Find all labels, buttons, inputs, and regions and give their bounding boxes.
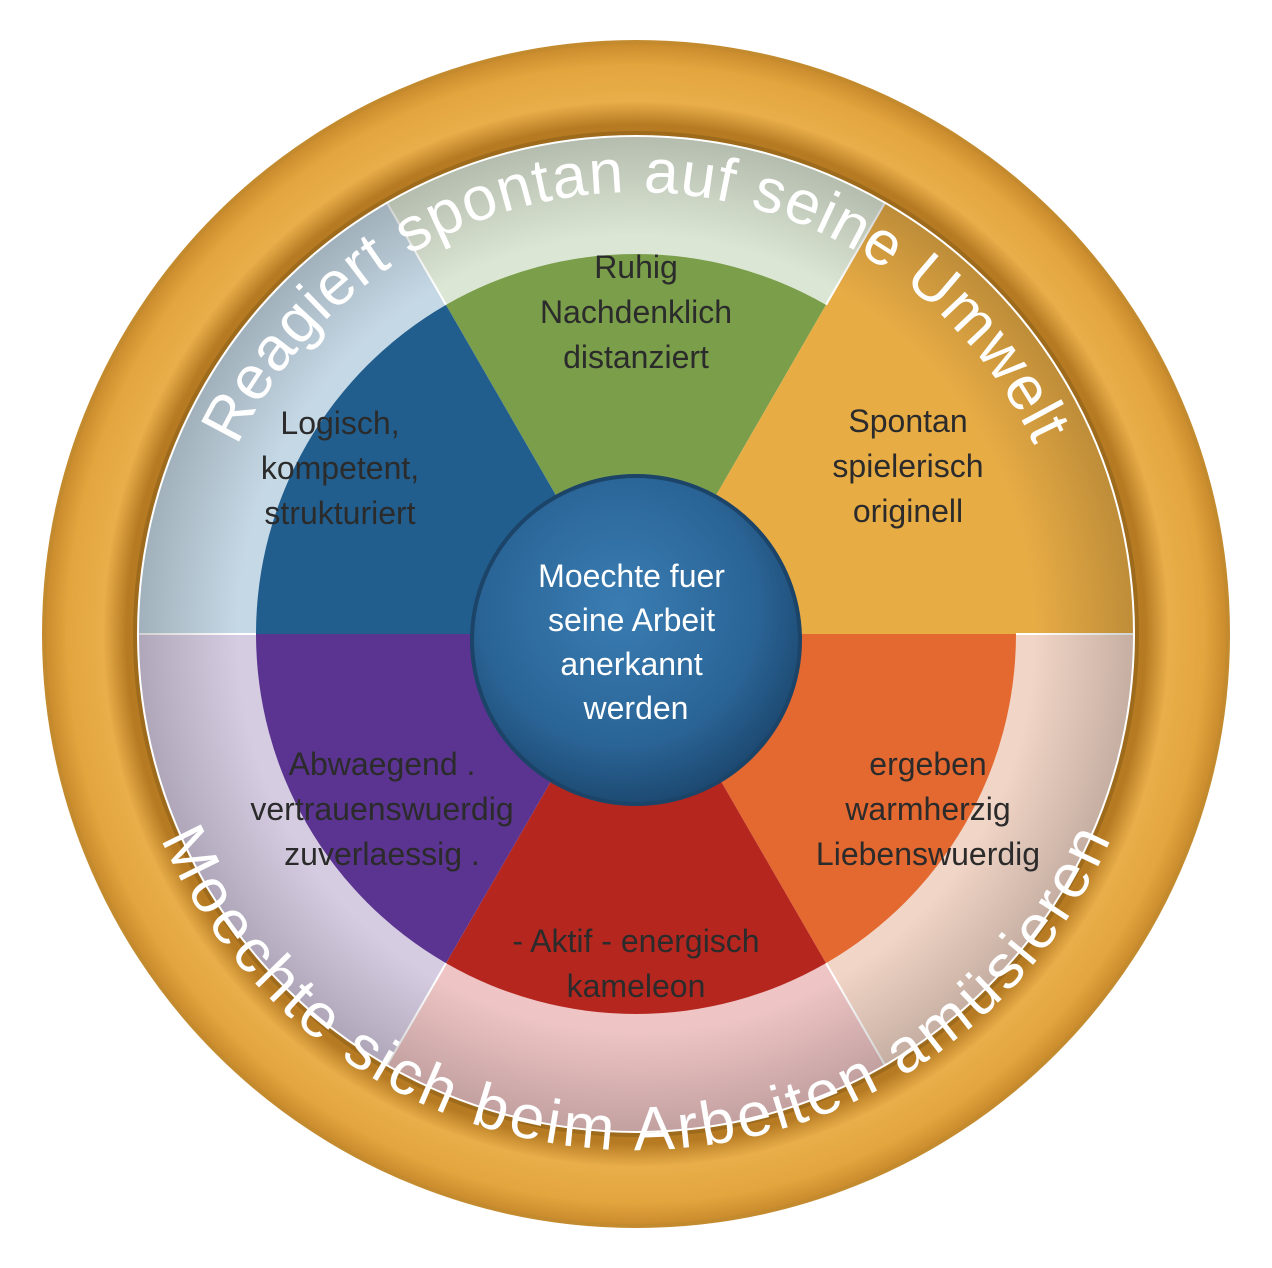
segment-label-coral-line-1: ergeben — [869, 746, 986, 782]
center-line-2: seine Arbeit — [548, 602, 715, 638]
segment-label-orange-line-2: spielerisch — [832, 448, 983, 484]
segment-label-purple-line-1: Abwaegend . — [289, 746, 476, 782]
segment-label-purple-line-3: zuverlaessig . — [284, 836, 480, 872]
center-label: Moechte fuer seine Arbeit anerkannt werd… — [538, 558, 734, 726]
segment-label-blue-line-1: Logisch, — [280, 405, 399, 441]
segment-label-orange-line-3: originell — [853, 493, 963, 529]
segment-label-purple: Abwaegend . vertrauenswuerdig zuverlaessig… — [250, 746, 513, 872]
segment-label-coral-line-2: warmherzig — [844, 791, 1010, 827]
segment-label-orange-line-1: Spontan — [848, 403, 967, 439]
segment-label-blue: Logisch, kompetent, strukturiert — [261, 405, 419, 531]
center-line-4: werden — [583, 690, 689, 726]
segment-label-red-line-1: - Aktif - energisch — [512, 923, 759, 959]
segment-label-orange: Spontan spielerisch originell — [832, 403, 983, 529]
segment-label-blue-line-3: strukturiert — [264, 495, 415, 531]
center-circle — [470, 474, 802, 806]
center-line-1: Moechte fuer — [538, 558, 725, 594]
segment-label-coral-line-3: Liebenswuerdig — [816, 836, 1040, 872]
segment-label-blue-line-2: kompetent, — [261, 450, 419, 486]
center-line-3: anerkannt — [560, 646, 702, 682]
segment-label-purple-line-2: vertrauenswuerdig — [250, 791, 513, 827]
segment-label-green-line-1: Ruhig — [594, 249, 678, 285]
segment-label-green-line-3: distanziert — [563, 339, 709, 375]
ring-inner-edge — [133, 131, 1139, 1137]
segment-label-red-line-2: kameleon — [567, 968, 706, 1004]
segment-label-green-line-2: Nachdenklich — [540, 294, 732, 330]
segment-label-red: - Aktif - energisch kameleon — [512, 923, 759, 1004]
